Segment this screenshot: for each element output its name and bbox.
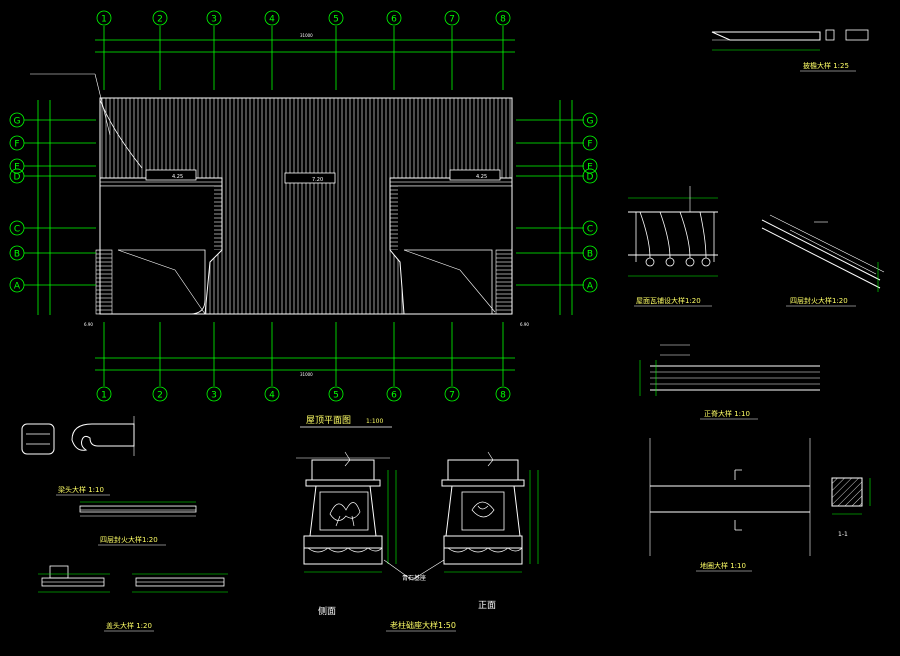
row-axis-label: A [14, 282, 21, 292]
row-axis-label: E [14, 163, 20, 173]
row-axis-label: F [587, 140, 592, 150]
column-base-title: 老柱础座大样1:50 [390, 620, 456, 630]
column-base-detail: 侧面 正面 青石基座 老柱础座大样1:50 [296, 451, 539, 632]
column-axis-label: 3 [211, 15, 217, 25]
roof-tag-left: 4.25 [172, 174, 183, 180]
sill-detail: 披檐大样 1:25 [711, 29, 869, 72]
row-axis-bubble [9, 158, 25, 174]
column-axis-bubble [386, 10, 402, 26]
row-axis-label: G [14, 117, 21, 127]
row-axis-label: E [587, 163, 593, 173]
row-axis-label: A [587, 282, 594, 292]
cap-detail: 盖头大样 1:20 [38, 565, 228, 632]
ground-beam-title: 地圈大样 1:10 [700, 561, 746, 570]
beam-head-title: 梁头大样 1:10 [58, 485, 104, 494]
column-axis-bubble [96, 10, 112, 26]
roof-plan: 31000 31000 4.25 7.20 4.25 6. [9, 10, 598, 428]
bottom-total-dim: 31000 [300, 372, 313, 377]
column-axis-bubble [444, 386, 460, 402]
row-axis-bubble [582, 158, 598, 174]
row-axis-label: C [587, 225, 593, 235]
row-axis-bubble [582, 135, 598, 151]
tile-detail: 屋面瓦铺设大样1:20 [628, 186, 718, 307]
column-axis-label: 2 [157, 391, 163, 401]
section-hatch [831, 477, 863, 507]
column-axis-label: 1 [101, 15, 107, 25]
column-axis-label: 4 [269, 391, 275, 401]
column-axis-label: 8 [500, 15, 506, 25]
row-axis-bubble [9, 112, 25, 128]
row-axis-bubble [9, 135, 25, 151]
column-axis-bubble [264, 10, 280, 26]
row-axis-label: G [587, 117, 594, 127]
beam-head-detail: 梁头大样 1:10 [21, 416, 135, 496]
row-axis-label: B [587, 250, 593, 260]
side-view-label: 侧面 [318, 605, 336, 617]
column-axis-label: 6 [391, 15, 397, 25]
column-axis-bubble [495, 386, 511, 402]
column-axis-bubble [264, 386, 280, 402]
gable-right-title: 四层封火大样1:20 [790, 296, 848, 305]
roof-tag-mid: 7.20 [312, 177, 323, 183]
column-axis-bubble [152, 10, 168, 26]
column-axis-label: 5 [333, 391, 339, 401]
column-axis-label: 5 [333, 15, 339, 25]
sill-detail-title: 披檐大样 1:25 [803, 61, 849, 70]
elev-note-right: 6.90 [520, 322, 529, 327]
elev-note-left: 6.90 [84, 322, 93, 327]
row-axis-bubble [9, 277, 25, 293]
eave-detail: 正脊大样 1:10 [639, 344, 820, 420]
section-mark: 1-1 [838, 531, 848, 538]
row-axis-bubble [582, 220, 598, 236]
column-axis-label: 4 [269, 15, 275, 25]
front-view-label: 正面 [478, 600, 496, 611]
column-axis-bubble [386, 386, 402, 402]
column-axis-bubble [206, 386, 222, 402]
column-axis-bubble [152, 386, 168, 402]
row-axis-bubble [582, 277, 598, 293]
column-axis-label: 3 [211, 391, 217, 401]
column-axis-bubble [495, 10, 511, 26]
stone-note: 青石基座 [402, 574, 426, 582]
row-axis-bubble [582, 168, 598, 184]
gable-detail-right: 四层封火大样1:20 [761, 214, 885, 307]
row-axis-bubble [9, 220, 25, 236]
column-axis-label: 7 [449, 15, 455, 25]
column-axis-bubble [206, 10, 222, 26]
row-axis-label: C [14, 225, 20, 235]
column-axis-label: 8 [500, 391, 506, 401]
row-axis-label: F [14, 140, 19, 150]
eave-detail-title: 正脊大样 1:10 [704, 409, 750, 418]
row-axis-label: D [587, 173, 594, 183]
row-axis-label: B [14, 250, 20, 260]
column-axis-bubble [328, 386, 344, 402]
roof-plan-scale: 1:100 [366, 418, 383, 425]
row-axis-bubble [9, 168, 25, 184]
column-axis-label: 2 [157, 15, 163, 25]
column-axis-bubble [328, 10, 344, 26]
roof-plan-title: 屋顶平面图 [306, 415, 351, 426]
row-axis-label: D [14, 173, 21, 183]
top-total-dim: 31000 [300, 33, 313, 38]
row-axis-bubble [582, 245, 598, 261]
column-axis-label: 1 [101, 391, 107, 401]
column-axis-bubble [444, 10, 460, 26]
tile-detail-title: 屋面瓦铺设大样1:20 [636, 296, 701, 305]
roof-tag-right: 4.25 [476, 174, 487, 180]
row-axis-bubble [582, 112, 598, 128]
column-axes: 1 1 2 2 3 3 4 4 5 5 6 6 7 7 8 8 [96, 10, 511, 402]
gable-detail-left: 四层封火大样1:20 [79, 501, 197, 546]
cap-detail-title: 盖头大样 1:20 [106, 621, 152, 630]
row-axis-bubble [9, 245, 25, 261]
ground-beam-detail: 1-1 地圈大样 1:10 [649, 438, 871, 572]
column-axis-label: 6 [391, 391, 397, 401]
gable-left-title: 四层封火大样1:20 [100, 535, 158, 544]
column-axis-label: 7 [449, 391, 455, 401]
column-axis-bubble [96, 386, 112, 402]
